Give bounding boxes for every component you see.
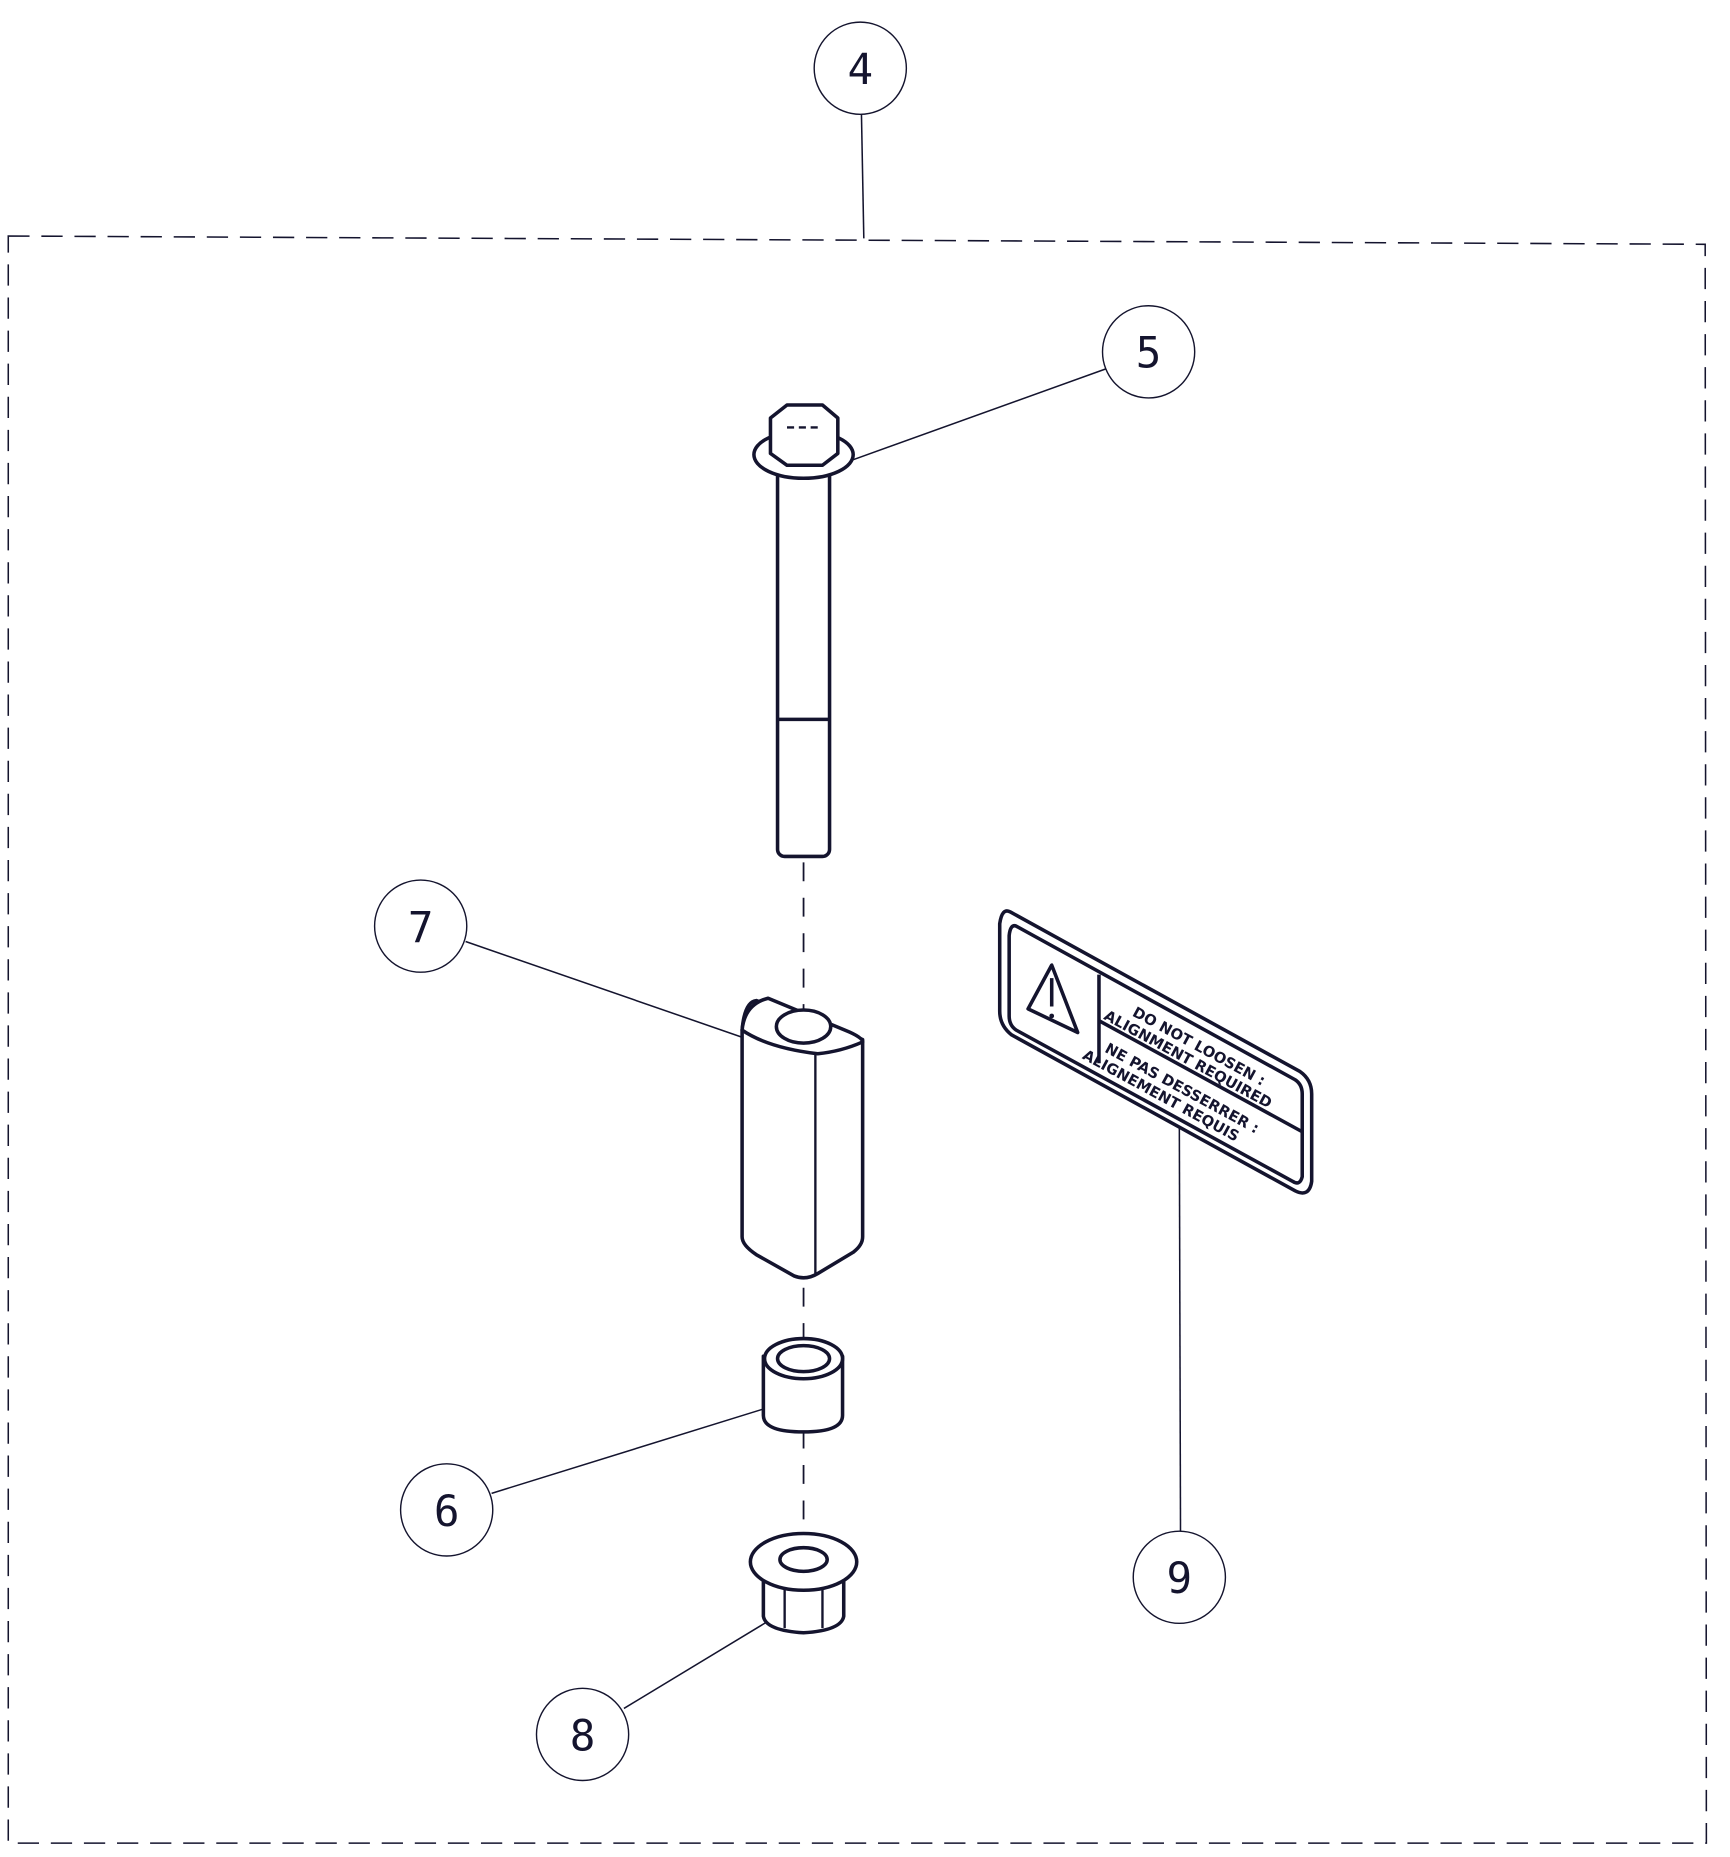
svg-text:7: 7	[408, 904, 434, 953]
callout-5: 5	[1101, 305, 1196, 399]
spacer-block-part-7	[740, 996, 865, 1280]
assembly-boundary	[7, 235, 1708, 1844]
warning-label-part-9: DO NOT LOOSEN : ALIGNMENT REQUIRED NE PA…	[997, 909, 1314, 1195]
callout-8: 8	[535, 1687, 630, 1782]
svg-text:8: 8	[570, 1712, 596, 1761]
svg-text:4: 4	[847, 46, 873, 95]
bushing-part-6	[761, 1336, 845, 1434]
leader-lines	[465, 114, 1182, 1710]
warning-triangle-icon	[1026, 963, 1080, 1035]
callout-7: 7	[373, 879, 468, 973]
callout-6: 6	[399, 1463, 494, 1557]
flange-nut-part-8	[748, 1531, 859, 1635]
svg-text:5: 5	[1136, 330, 1162, 379]
callout-9: 9	[1132, 1530, 1227, 1625]
svg-text:6: 6	[434, 1488, 460, 1537]
callout-4: 4	[813, 21, 908, 116]
svg-text:9: 9	[1167, 1555, 1193, 1604]
bolt-part-5	[752, 403, 855, 859]
